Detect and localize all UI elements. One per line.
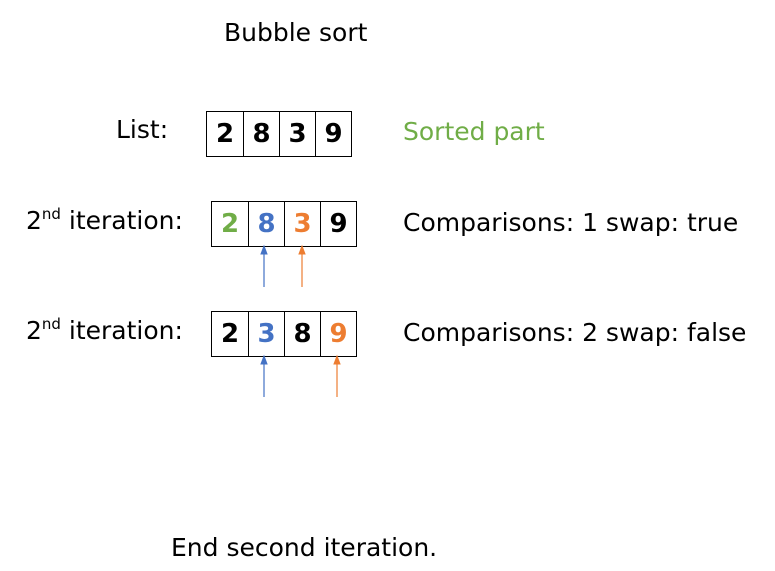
iteration-label: 2nd iteration: bbox=[26, 205, 183, 235]
list-array: 2 8 3 9 bbox=[206, 111, 352, 157]
array-cell: 9 bbox=[320, 202, 356, 246]
array-cell: 8 bbox=[284, 312, 320, 356]
iteration-ordinal: nd bbox=[41, 205, 61, 223]
iteration-number: 2 bbox=[26, 316, 42, 345]
arrow-up-icon bbox=[298, 244, 306, 287]
list-cell: 9 bbox=[315, 112, 351, 156]
arrow-up-icon bbox=[260, 354, 268, 397]
array-cell: 2 bbox=[220, 209, 240, 239]
comparison-info: Comparisons: 1 swap: true bbox=[403, 208, 739, 237]
array-cell: 2 bbox=[220, 319, 240, 349]
footer-text: End second iteration. bbox=[171, 533, 438, 562]
arrow-up-icon bbox=[260, 244, 268, 287]
sorted-part-label: Sorted part bbox=[403, 117, 545, 146]
iteration-number: 2 bbox=[26, 206, 42, 235]
list-cell: 3 bbox=[279, 112, 315, 156]
comparison-info: Comparisons: 2 swap: false bbox=[403, 318, 747, 347]
iteration-text: iteration: bbox=[60, 206, 183, 235]
list-label: List: bbox=[116, 115, 169, 144]
array-cell: 3 bbox=[248, 312, 284, 356]
comparison-arrows bbox=[260, 244, 306, 287]
iteration-2-array: 2 3 8 9 bbox=[211, 311, 357, 357]
iteration-1-array: 2 8 3 9 bbox=[211, 201, 357, 247]
array-cell: 8 bbox=[248, 202, 284, 246]
iteration-text: iteration: bbox=[60, 316, 183, 345]
array-cell: 9 bbox=[320, 312, 356, 356]
list-cell: 2 bbox=[215, 119, 235, 149]
diagram-title: Bubble sort bbox=[224, 18, 368, 47]
iteration-label: 2nd iteration: bbox=[26, 315, 183, 345]
comparison-arrows bbox=[260, 354, 341, 397]
iteration-ordinal: nd bbox=[41, 315, 61, 333]
array-cell: 3 bbox=[284, 202, 320, 246]
list-cell: 8 bbox=[243, 112, 279, 156]
arrow-up-icon bbox=[333, 354, 341, 397]
